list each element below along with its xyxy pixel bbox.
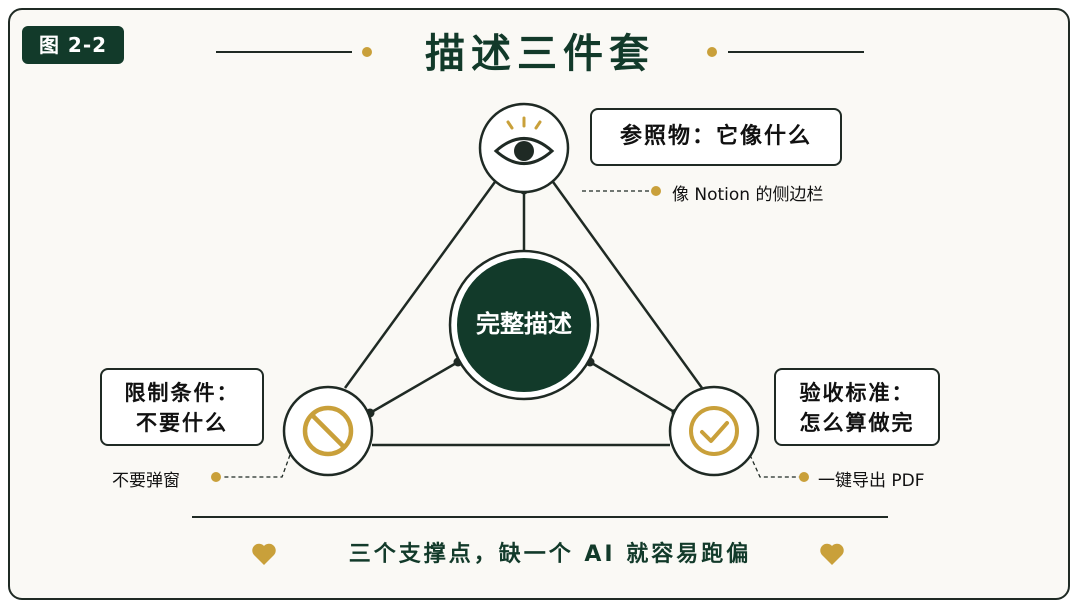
- acceptance-subtitle: 怎么算做完: [799, 411, 915, 435]
- prohibited-icon: [302, 405, 354, 457]
- connector-dot-top: [651, 186, 661, 196]
- connector-left: [222, 454, 291, 478]
- spoke-left: [369, 360, 459, 415]
- constraints-example: 不要弹窗: [112, 471, 180, 491]
- constraints-subtitle: 不要什么: [136, 411, 228, 435]
- constraints-box: 限制条件： 不要什么: [100, 368, 264, 446]
- title-dot-left: [362, 47, 372, 57]
- footer-caption: 三个支撑点，缺一个 AI 就容易跑偏: [348, 542, 752, 567]
- node-left: [282, 385, 374, 477]
- figure-tag: 图 2-2: [22, 26, 124, 64]
- spoke-right: [589, 360, 677, 415]
- connector-dot-left: [211, 472, 221, 482]
- acceptance-example: 一键导出 PDF: [818, 471, 925, 491]
- title-dot-right: [707, 47, 717, 57]
- edge-top-left: [343, 174, 502, 389]
- triangle-edges: [343, 174, 704, 447]
- reference-example: 像 Notion 的侧边栏: [672, 185, 824, 205]
- connector-dot-right: [799, 472, 809, 482]
- heart-icon: [252, 543, 276, 565]
- acceptance-box: 验收标准： 怎么算做完: [774, 368, 940, 446]
- heart-icon: [820, 543, 844, 565]
- center-circle: [457, 258, 591, 392]
- example-connectors: [222, 190, 800, 478]
- reference-box: 参照物：它像什么: [590, 108, 842, 166]
- acceptance-title: 验收标准：: [799, 381, 915, 405]
- check-circle-icon: [689, 406, 739, 456]
- node-top: [478, 102, 570, 194]
- node-right: [668, 385, 760, 477]
- spokes: [369, 190, 677, 415]
- eye-icon: [493, 116, 555, 165]
- edge-top-right: [546, 174, 704, 389]
- constraints-title: 限制条件：: [124, 381, 240, 405]
- center-label: 完整描述: [476, 310, 572, 338]
- diagram-title: 描述三件套: [425, 31, 655, 77]
- connector-right: [749, 454, 800, 478]
